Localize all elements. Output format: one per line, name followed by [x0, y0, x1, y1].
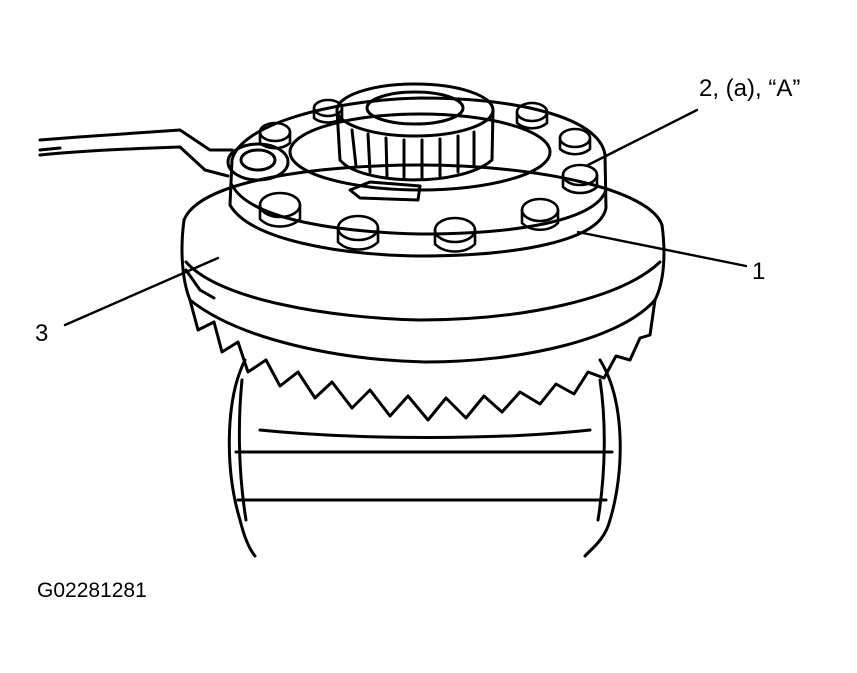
- differential-case: [227, 358, 622, 558]
- ring-gear: [180, 163, 666, 422]
- leader-lines: [63, 108, 748, 327]
- callout-3-label: 3: [35, 320, 49, 347]
- leader-3: [63, 256, 220, 327]
- leader-1: [576, 230, 748, 268]
- wrench: [38, 128, 290, 182]
- callout-2-label: 2, (a), “A”: [699, 75, 801, 102]
- ring-gear-bolts: [258, 98, 599, 253]
- figure-code: G02281281: [37, 579, 147, 602]
- carrier-flange: [228, 96, 608, 258]
- leader-2: [586, 108, 699, 167]
- callout-1-label: 1: [752, 258, 766, 285]
- side-bearing: [288, 82, 552, 202]
